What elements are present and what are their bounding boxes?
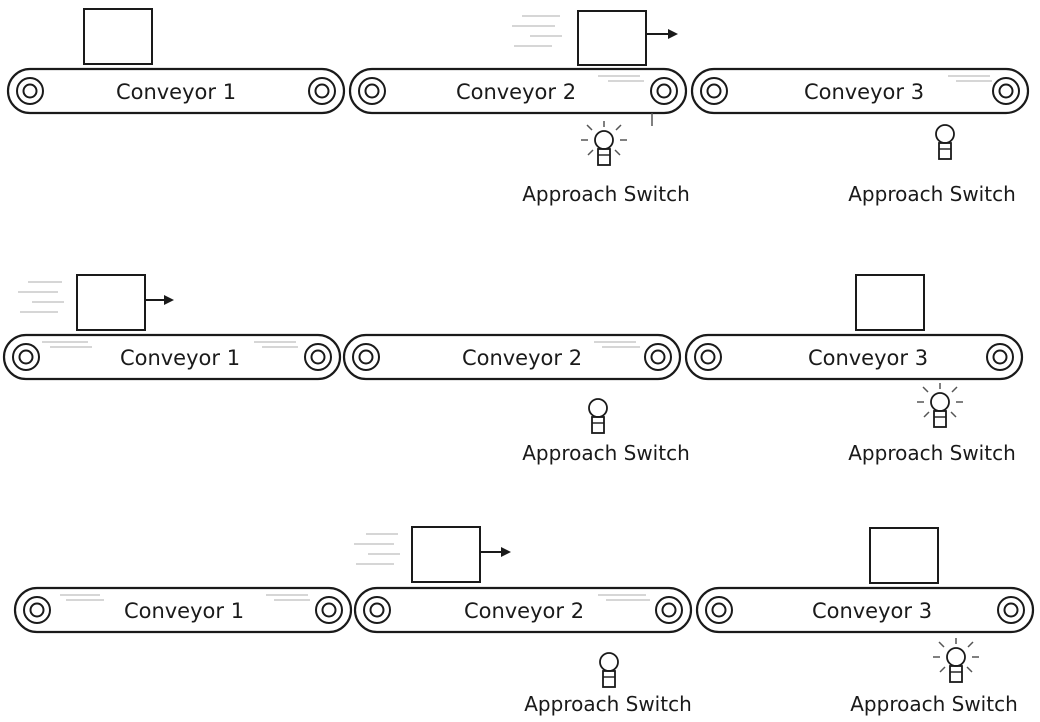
roller-icon [705, 596, 733, 624]
conveyor-belt: Conveyor 3 [684, 333, 1024, 381]
motion-lines [598, 594, 650, 601]
conveyor-belt: Conveyor 1 [2, 333, 342, 381]
arrow-right-icon [646, 29, 678, 39]
package-box [855, 274, 925, 331]
switch-label: Approach Switch [522, 441, 690, 465]
conveyor-belt: Conveyor 3 [690, 67, 1030, 115]
package-box-moving [354, 526, 511, 583]
package-box-moving [18, 274, 174, 331]
roller-icon [655, 596, 683, 624]
approach-switch-icon [935, 124, 955, 160]
motion-lines [598, 75, 644, 82]
roller-icon [315, 596, 343, 624]
conveyor-belt: Conveyor 2 [353, 586, 693, 634]
roller-icon [694, 343, 722, 371]
package-box-moving [512, 10, 678, 66]
switch-label: Approach Switch [850, 692, 1018, 716]
motion-lines [18, 281, 64, 313]
conveyor-belt: Conveyor 1 [6, 67, 346, 115]
conveyor-label: Conveyor 2 [462, 346, 582, 370]
motion-lines [512, 15, 562, 47]
approach-switch-icon [917, 383, 963, 428]
motion-lines [42, 341, 298, 348]
conveyor-belt: Conveyor 1 [13, 586, 353, 634]
roller-icon [16, 77, 44, 105]
roller-icon [650, 77, 678, 105]
roller-icon [308, 77, 336, 105]
switch-label: Approach Switch [522, 182, 690, 206]
motion-lines [948, 75, 992, 82]
conveyor-belt: Conveyor 3 [695, 586, 1035, 634]
row-2: Conveyor 1 Conveyor 2 [2, 274, 1024, 465]
arrow-right-icon [480, 547, 511, 557]
switch-label: Approach Switch [848, 182, 1016, 206]
conveyor-belt: Conveyor 2 [342, 333, 682, 381]
roller-icon [644, 343, 672, 371]
conveyor-label: Conveyor 2 [456, 80, 576, 104]
light-rays-icon [933, 638, 979, 673]
arrow-right-icon [145, 295, 174, 305]
approach-switch-icon [588, 398, 608, 434]
light-rays-icon [917, 383, 963, 418]
conveyor-label: Conveyor 3 [812, 599, 932, 623]
motion-lines [354, 533, 400, 565]
approach-switch-icon [599, 652, 619, 688]
conveyor-label: Conveyor 3 [808, 346, 928, 370]
switch-label: Approach Switch [848, 441, 1016, 465]
approach-switch-icon [581, 113, 653, 166]
roller-icon [992, 77, 1020, 105]
conveyor-belt: Conveyor 2 [348, 67, 688, 115]
approach-switch-icon [933, 638, 979, 683]
roller-icon [12, 343, 40, 371]
roller-icon [997, 596, 1025, 624]
package-box [83, 8, 153, 65]
roller-icon [23, 596, 51, 624]
switch-label: Approach Switch [524, 692, 692, 716]
conveyor-label: Conveyor 1 [120, 346, 240, 370]
roller-icon [304, 343, 332, 371]
roller-icon [986, 343, 1014, 371]
package-box [869, 527, 939, 584]
row-1: Conveyor 1 Conveyor 2 [6, 8, 1030, 206]
roller-icon [352, 343, 380, 371]
roller-icon [358, 77, 386, 105]
roller-icon [700, 77, 728, 105]
light-rays-icon [581, 121, 627, 156]
conveyor-label: Conveyor 1 [116, 80, 236, 104]
roller-icon [363, 596, 391, 624]
motion-lines [594, 341, 640, 348]
conveyor-label: Conveyor 1 [124, 599, 244, 623]
row-3: Conveyor 1 Conveyor 2 [13, 526, 1035, 716]
motion-lines [60, 594, 310, 601]
conveyor-label: Conveyor 2 [464, 599, 584, 623]
conveyor-label: Conveyor 3 [804, 80, 924, 104]
